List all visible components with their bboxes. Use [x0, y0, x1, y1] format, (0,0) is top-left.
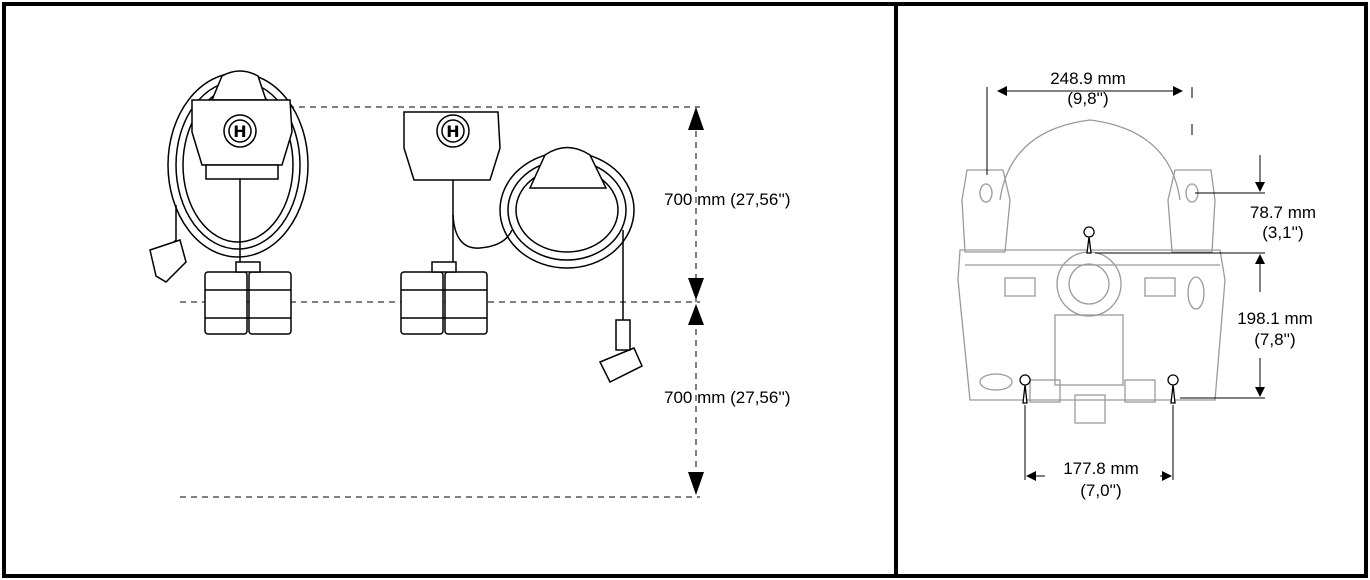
top-width-in-label: (9,8''): [1067, 89, 1109, 108]
dimension-lines: [986, 86, 1265, 481]
top-width-mm-label: 248.9 mm: [1050, 69, 1126, 88]
height-arrows: [688, 107, 704, 495]
keyhole-mounts: [1019, 226, 1179, 404]
dispenser-unit-with-coiled-hose: H: [149, 70, 309, 335]
svg-text:H: H: [446, 122, 459, 141]
svg-text:H: H: [233, 122, 246, 141]
upper-height-label: 700 mm (27,56''): [664, 190, 791, 209]
lower-height-label: 700 mm (27,56''): [664, 388, 791, 407]
dispenser-unit-with-hose-reel: H: [400, 111, 643, 384]
bottom-width-in-label: (7,0''): [1080, 481, 1122, 500]
vertical-in-label: (7,8''): [1254, 330, 1296, 349]
right-panel: [894, 2, 1368, 578]
offset-in-label: (3,1''): [1262, 223, 1304, 242]
bottom-width-mm-label: 177.8 mm: [1063, 459, 1139, 478]
offset-mm-label: 78.7 mm: [1249, 203, 1317, 222]
dispenser-outline: [957, 119, 1226, 424]
mounting-height-guides: [180, 106, 700, 498]
vertical-mm-label: 198.1 mm: [1237, 309, 1313, 328]
